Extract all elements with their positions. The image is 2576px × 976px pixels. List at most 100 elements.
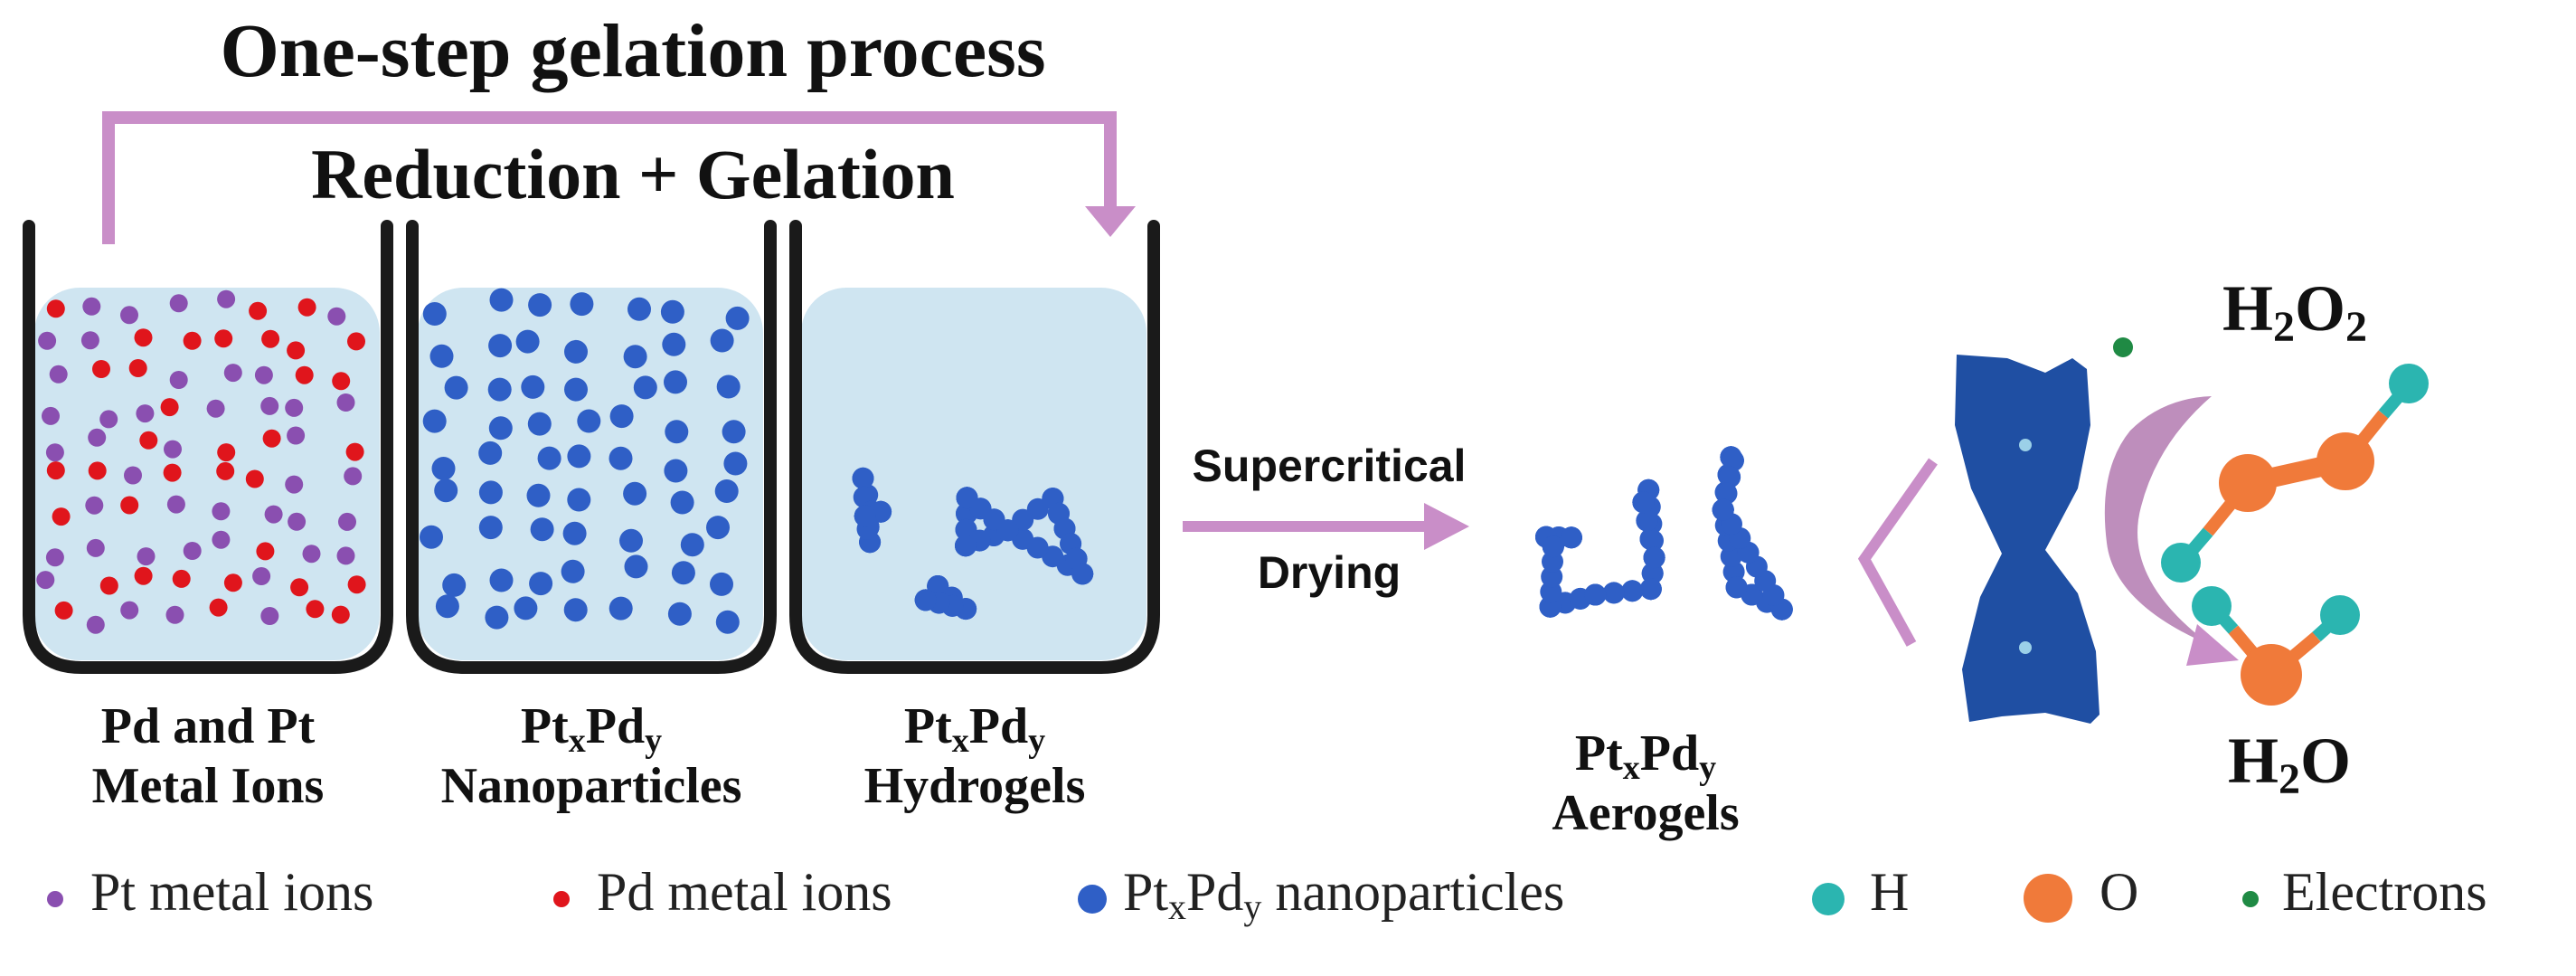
nanoparticle [714,479,739,503]
legend-hydrogen-text: H [1870,862,1910,922]
nanoparticle [567,488,591,512]
legend-pt-ion-text: Pt metal ions [90,862,374,922]
pt-ion [302,545,321,564]
pt-ion [99,410,118,429]
sheet-spot-bottom [2019,641,2032,654]
nanoparticle [431,457,456,480]
nanoparticle [624,554,648,579]
pt-ion [264,505,283,524]
nanoparticle [710,572,733,596]
beaker-3-hydrogel-network [852,467,1094,621]
pd-ion [209,598,228,617]
nanoparticle [716,374,741,399]
nanoparticle [671,561,695,585]
h2o-label: H2O [2228,725,2352,803]
aerogel-node [1719,466,1741,488]
beaker-3-label-line1: PtxPdy [903,698,1046,760]
nanoparticle [528,293,552,317]
nanoparticle [623,345,647,369]
pd-ion [139,431,158,450]
h2o2-molecule [2161,364,2429,583]
pd-ion [347,575,366,594]
nanoparticle [563,598,588,622]
aerogel-node [1712,498,1734,521]
pt-ion [260,607,279,625]
pd-ion [46,461,65,480]
pt-ion [42,406,60,425]
pt-ion [206,399,225,418]
pt-ion [86,538,105,557]
pd-ion [46,299,65,318]
aerogel-node [1584,583,1607,606]
nanoparticle [722,420,746,444]
nanoparticle [485,605,509,630]
beaker-1-label: Pd and Pt Metal Ions [27,696,389,816]
pd-ion [120,496,139,515]
nanoparticle [680,533,704,557]
nanoparticle [664,370,687,394]
hydrogel-node [955,535,977,557]
pt-ion [327,307,346,326]
legend-pt-ion-swatch [47,891,63,907]
aerogel-node [1542,535,1564,558]
pt-ion [217,289,236,308]
pt-ion [336,393,355,412]
pt-ion [36,571,55,590]
pd-ion [92,360,110,378]
legend-oxygen-swatch [2024,874,2072,923]
aerogel-node [1639,578,1662,601]
nanoparticle [530,517,554,542]
legend-hydrogen-swatch [1812,883,1845,915]
pd-ion [183,331,202,350]
pt-ion [124,466,142,485]
pt-ion [120,306,138,325]
drying-arrow-label-bottom: Drying [1257,547,1401,598]
aerogel-node [1725,576,1748,599]
pd-ion [332,372,351,391]
nanoparticle [488,416,513,441]
hydrogel-node [1012,508,1034,531]
diagram-subtitle: Reduction + Gelation [311,135,955,213]
legend-electron-swatch [2242,891,2259,907]
aerogel-node [1621,580,1644,602]
aerogel-label-line1: PtxPdy [1574,725,1717,787]
nanoparticle [434,479,458,503]
nanoparticle [564,377,588,402]
nanoparticle [478,480,503,505]
pt-ion [120,601,139,620]
pt-ion [137,547,156,566]
aerogel-node [1641,562,1664,584]
pt-ion [49,365,68,384]
gelation-bracket-arrow [102,111,1136,244]
pt-ion [285,475,304,494]
nanoparticle [662,332,686,356]
legend-nanoparticle-swatch [1078,885,1107,914]
pd-ion [217,443,236,462]
hydrogel-node [927,575,949,597]
pd-ion [134,328,153,347]
pt-ion [82,297,101,316]
reaction-curved-arrow [2104,380,2239,666]
pd-ion [287,341,306,360]
h2o2-label: H2O2 [2222,272,2368,351]
beaker-1-ions [36,289,366,634]
nanoparticle [489,288,514,312]
nanoparticle [623,481,647,506]
drying-arrow [1183,503,1469,550]
nanoparticle [489,568,514,592]
pd-ion [99,576,118,595]
hydrogel-node [852,467,874,489]
beaker-2-label: PtxPdy Nanoparticles [410,696,772,816]
nanoparticle [609,446,633,470]
aerogel-label-line2: Aerogels [1552,785,1740,841]
pd-ion [262,429,281,448]
pd-ion [347,332,365,351]
pd-ion [249,301,268,320]
nanoparticle [619,528,643,553]
nanoparticle [514,596,538,621]
pt-ion [164,440,182,459]
hydrogel-node [956,487,978,509]
pd-ion [54,601,73,620]
nanoparticle [488,334,513,358]
